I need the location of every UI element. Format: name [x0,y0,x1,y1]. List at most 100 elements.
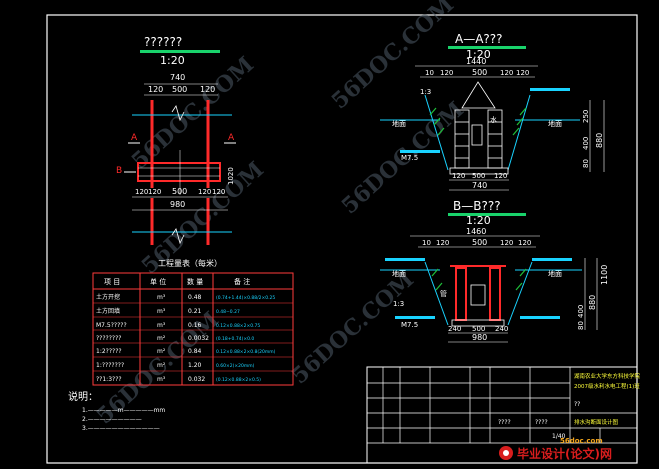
pipe-label: 管 [440,289,447,298]
dim-500: 500 [472,68,487,77]
title-cell: ?? [574,401,580,408]
dim-500: 500 [472,172,485,180]
slope-label: 1:3 [393,300,404,308]
row-qty: 0.0032 [188,335,209,342]
row-unit: m³ [157,294,166,301]
row-qty: 0.16 [188,322,202,329]
row-qty: 1.20 [188,362,202,369]
right-dim: 1100 [600,265,609,285]
note-line: 2.————————— [82,416,142,423]
drawing-frame [46,14,638,464]
right-dim: 880 [588,295,597,310]
section-aa-scale: 1:20 [466,48,491,61]
dim-120: 120 [440,69,453,77]
row-note: (0.74+1.44)×0.88/2×0.25 [216,295,275,301]
right-dim: 250 [582,110,590,123]
row-note: (0.12×0.88×2×0.5) [216,377,261,383]
section-aa-title: A—A??? [455,32,503,46]
dim-500: 500 [472,325,485,333]
row-unit: m² [157,335,166,342]
table-row: 1:2????? m² 0.84 0.12×0.88×2×0.8(20mm) [96,348,276,355]
row-qty: 0.032 [188,376,205,383]
dim-120: 120 [212,188,225,196]
table-header: 单 位 [150,277,166,286]
slope-label: 1:3 [420,88,431,96]
row-item: 土方开挖 [96,293,120,301]
row-note: (0.18+0.74)×0.0 [216,336,254,342]
row-item: ???????? [96,335,121,342]
row-note: 0.48−0.27 [216,309,240,315]
row-unit: m² [157,348,166,355]
table-row: 1:??????? m² 1.20 0.60×2(×20mm) [96,362,255,369]
dim-120: 120 [436,239,449,247]
notes: 说明： 1.—————m—————mm 2.————————— 3.——————… [68,390,165,432]
row-item: M7.5????? [96,322,127,329]
plan-view: ?????? 1:20 740 120 500 120 A A B 1020 [116,35,236,245]
dim-120-right: 120 [200,85,215,94]
row-note: 0.12×0.88×2×0.75 [216,323,260,329]
dim-total-980: 980 [170,200,185,209]
dim-total-980: 980 [472,333,487,342]
row-item: 土方回填 [96,307,120,315]
row-qty: 0.48 [188,294,202,301]
row-qty: 0.84 [188,348,202,355]
row-note: 0.60×2(×20mm) [216,363,255,369]
drawing-name: 排水沟断面设计图 [574,418,619,426]
table-row: 土方回填 m³ 0.21 0.48−0.27 [96,307,240,315]
dim-120: 120 [452,172,465,180]
plan-side-label: 1020 [227,167,235,185]
row-item: 1:2????? [96,348,122,355]
dim-120: 120 [494,172,507,180]
section-bb-title: B—B??? [453,199,501,213]
table-row: 土方开挖 m³ 0.48 (0.74+1.44)×0.88/2×0.25 [96,293,275,301]
table-title: 工程量表（每米） [158,258,222,268]
row-unit: m² [157,362,166,369]
table-header: 数 量 [187,277,203,286]
ground-label: 地面 [548,269,562,278]
right-dim: 880 [595,133,604,148]
notes-heading: 说明： [68,390,98,403]
right-dim: 80 [577,321,585,330]
dim-120: 120 [516,69,529,77]
scale-bar [448,46,526,49]
dim-total-1460: 1460 [466,227,486,236]
dim-120: 120 [500,239,513,247]
row-item: 1:??????? [96,362,124,369]
dim-120: 120 [148,188,161,196]
dim-10: 10 [425,69,434,77]
section-marker-b: B [116,166,122,176]
right-dim: 80 [582,159,590,168]
plan-view-scale: 1:20 [160,54,185,67]
level-label: M7.5 [401,321,418,329]
row-note: 0.12×0.88×2×0.8(20mm) [216,349,276,355]
dim-240: 240 [448,325,461,333]
sheet-number: 1/40 [552,433,566,440]
dim-500: 500 [472,238,487,247]
title-cell: ???? [498,419,511,426]
ground-label: 地面 [392,269,406,278]
quantity-table: 工程量表（每米） 项 目 单 位 数 量 备 注 土方开挖 m³ 0.48 (0… [92,258,294,386]
water-label: 水 [490,115,497,124]
site-logo: 56doc.com 毕业设计(论文)网 [499,437,612,461]
dim-500: 500 [172,85,187,94]
ground-label: 地面 [548,119,562,128]
dim-240: 240 [495,325,508,333]
ground-label: 地面 [392,119,406,128]
table-header: 项 目 [104,278,120,286]
table-row: ??1:3??? m³ 0.032 (0.12×0.88×2×0.5) [96,376,261,383]
row-unit: m³ [157,376,166,383]
logo-text: 毕业设计(论文)网 [517,446,612,461]
section-marker-a: A [228,133,235,143]
dim-120: 120 [198,188,211,196]
note-line: 3.———————————— [82,425,160,432]
row-unit: m³ [157,322,166,329]
dim-120-left: 120 [148,85,163,94]
scale-bar [448,213,526,216]
table-row: ???????? m² 0.0032 (0.18+0.74)×0.0 [96,335,254,342]
scale-bar [140,50,220,53]
dim-total-740: 740 [472,181,487,190]
dim-120: 120 [518,239,531,247]
dim-total-740: 740 [170,73,185,82]
note-line: 1.—————m—————mm [82,407,165,414]
